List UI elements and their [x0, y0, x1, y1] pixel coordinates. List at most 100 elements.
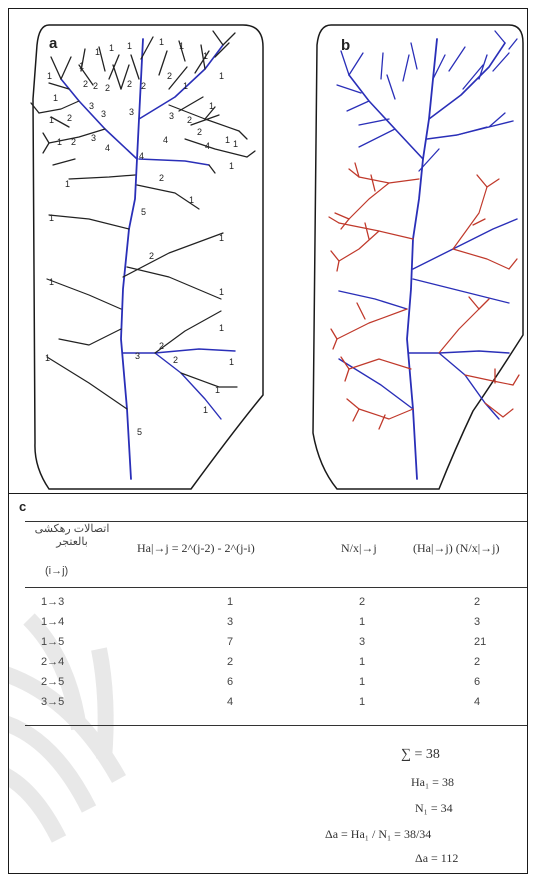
- ha-line: Ha₁ = 38: [411, 775, 454, 790]
- highlighted-tributary-b: [453, 187, 487, 249]
- twig-b: [457, 127, 487, 135]
- twig-a: [239, 131, 247, 139]
- highlighted-twig-b: [469, 297, 479, 309]
- basin-outline-a: [33, 25, 263, 489]
- table-top-rule: [25, 521, 528, 522]
- order-label: 1: [49, 213, 54, 223]
- order-label: 1: [49, 277, 54, 287]
- highlighted-tributary-b: [453, 249, 509, 269]
- twig-a: [43, 133, 49, 143]
- cell-ha: 1: [227, 596, 233, 608]
- twig-b: [387, 75, 395, 99]
- highlighted-twig-b: [331, 251, 339, 261]
- tributary-channel-a: [181, 373, 237, 387]
- order-label: 4: [105, 143, 110, 153]
- order-label: 2: [105, 83, 110, 93]
- main-limb-b: [413, 279, 509, 303]
- highlighted-twig-b: [357, 303, 365, 319]
- main-limb-a: [155, 353, 221, 419]
- highlighted-tributary-b: [485, 403, 513, 417]
- order-label: 1: [49, 115, 54, 125]
- cell-ha: 7: [227, 636, 233, 648]
- order-label: 1: [203, 405, 208, 415]
- order-label: 1: [109, 43, 114, 53]
- twig-b: [479, 55, 487, 79]
- highlighted-twig-b: [509, 259, 517, 269]
- order-label: 1: [209, 101, 214, 111]
- table-row: 1→4 3 1 3: [9, 613, 528, 633]
- main-limb-a: [139, 159, 209, 165]
- cell-n: 1: [359, 696, 365, 708]
- highlighted-tributary-b: [339, 231, 379, 261]
- section-divider: [9, 493, 527, 494]
- tributary-channel-a: [155, 311, 221, 353]
- cell-product: 6: [474, 676, 480, 688]
- table-row: 2→4 2 1 2: [9, 653, 528, 673]
- cell-connection: 3→5: [41, 696, 64, 708]
- twig-a: [213, 31, 223, 45]
- highlighted-tributary-b: [337, 309, 407, 339]
- da-formula-line: Δa = Ha₁ / N₁ = 38/34: [325, 827, 431, 842]
- main-limb-b: [339, 291, 407, 309]
- tributary-channel-a: [59, 329, 121, 345]
- cell-connection: 1→5: [41, 636, 64, 648]
- order-label: 1: [189, 195, 194, 205]
- main-channel-a: [121, 39, 143, 479]
- order-label: 2: [141, 81, 146, 91]
- order-label: 1: [219, 323, 224, 333]
- order-label: 1: [127, 41, 132, 51]
- cell-connection: 1→3: [41, 596, 64, 608]
- order-label: 2: [173, 355, 178, 365]
- twig-a: [179, 97, 203, 111]
- main-limb-b: [427, 121, 513, 139]
- order-label: 1: [229, 161, 234, 171]
- cell-ha: 4: [227, 696, 233, 708]
- cell-connection: 1→4: [41, 616, 64, 628]
- twig-a: [131, 55, 139, 79]
- order-label: 1: [219, 71, 224, 81]
- cell-product: 21: [474, 636, 486, 648]
- da-value-line: Δa = 112: [415, 851, 458, 866]
- tributary-channel-a: [169, 105, 239, 131]
- order-label: 3: [129, 107, 134, 117]
- cell-ha: 6: [227, 676, 233, 688]
- order-label: 2: [83, 79, 88, 89]
- highlighted-tributary-b: [349, 359, 411, 369]
- twig-a: [209, 165, 215, 173]
- order-label: 1: [219, 233, 224, 243]
- highlighted-tributary-b: [339, 223, 413, 239]
- twig-b: [347, 101, 369, 111]
- cell-connection: 2→4: [41, 656, 64, 668]
- highlighted-tributary-b: [439, 309, 479, 353]
- twig-b: [509, 39, 517, 49]
- header-n: N/x|→j: [341, 541, 377, 556]
- order-label: 5: [137, 427, 142, 437]
- highlighted-twig-b: [345, 369, 349, 381]
- order-label: 2: [167, 71, 172, 81]
- highlighted-twig-b: [477, 175, 487, 187]
- order-label: 1: [215, 385, 220, 395]
- main-limb-b: [429, 43, 505, 119]
- twig-b: [495, 31, 505, 43]
- order-label: 1: [183, 81, 188, 91]
- panel-c-label: c: [19, 499, 26, 514]
- order-label: 1: [65, 179, 70, 189]
- order-label: 3: [169, 111, 174, 121]
- order-label: 1: [233, 139, 238, 149]
- twig-b: [403, 55, 409, 81]
- order-label: 1: [229, 357, 234, 367]
- highlighted-twig-b: [337, 261, 339, 271]
- header-product: (Ha|→j) (N/x|→j): [413, 541, 499, 556]
- cell-n: 1: [359, 656, 365, 668]
- order-label: 2: [93, 81, 98, 91]
- main-limb-b: [413, 219, 517, 269]
- order-label: 5: [141, 207, 146, 217]
- twig-b: [381, 53, 383, 79]
- cell-product: 2: [474, 596, 480, 608]
- order-label: 2: [159, 341, 164, 351]
- order-label: 4: [163, 135, 168, 145]
- tributary-channel-a: [69, 175, 135, 179]
- header-connection: اتصالات رهکشی بالعتجر: [33, 523, 111, 549]
- highlighted-twig-b: [513, 375, 519, 385]
